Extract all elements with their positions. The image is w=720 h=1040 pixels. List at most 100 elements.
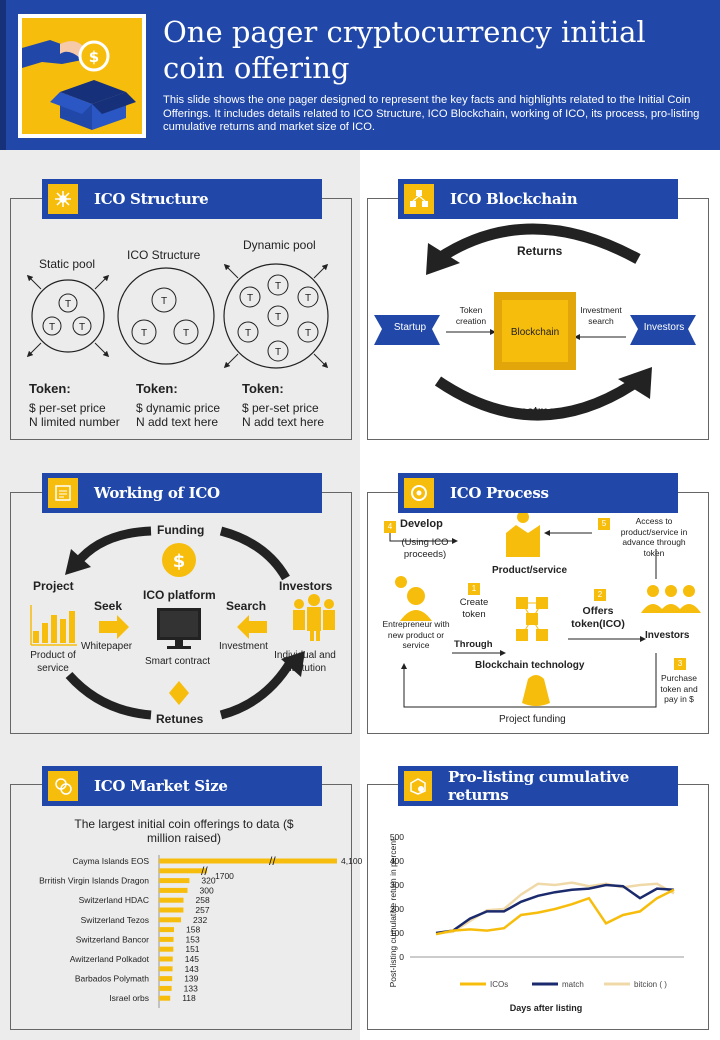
series-line xyxy=(435,883,675,935)
funding-label: Funding xyxy=(157,523,205,537)
token-price-1: $ per-set price xyxy=(29,401,106,415)
token-letter: T xyxy=(161,296,167,307)
ico-process-title: ICO Process xyxy=(398,473,678,513)
bar-value-label: 257 xyxy=(195,905,209,915)
header-stripe xyxy=(0,0,6,150)
token-number-1: N limited number xyxy=(29,415,120,429)
seek-label: Seek xyxy=(94,599,123,613)
ico-blockchain-title: ICO Blockchain xyxy=(398,179,678,219)
token-number-2: N add text here xyxy=(136,415,219,429)
token-letter: T xyxy=(305,293,311,304)
bar-category-label: Switzerland HDAC xyxy=(79,895,149,905)
bar xyxy=(159,966,173,972)
blockchain-technology-label: Blockchain technology xyxy=(475,660,585,671)
token-letter: T xyxy=(65,299,71,310)
token-number-3: N add text here xyxy=(242,415,325,429)
ico-process-diagram xyxy=(389,511,701,708)
blockchain-cycle-arrows xyxy=(374,223,696,421)
bar-value-label: 320 xyxy=(201,876,215,886)
header-image: $ xyxy=(18,14,146,138)
ico-structure-label: ICO Structure xyxy=(127,248,201,262)
bar-category-label: Switzerland Bancor xyxy=(76,934,149,944)
y-tick-label: 100 xyxy=(390,928,404,938)
coin-in-box-icon: $ xyxy=(22,18,142,134)
coins-icon xyxy=(48,771,78,801)
bar-value-label: 145 xyxy=(185,954,199,964)
refresh-icon xyxy=(404,478,434,508)
investors-label: Investors xyxy=(645,630,690,641)
individual-institution-label: Individual and institution xyxy=(274,650,336,674)
startup-label: Startup xyxy=(393,322,427,333)
legend-label: match xyxy=(562,980,584,989)
y-tick-label: 200 xyxy=(390,904,404,914)
step-5-badge: 5 xyxy=(598,518,610,530)
y-tick-label: 500 xyxy=(390,832,404,842)
series-line xyxy=(435,888,675,936)
develop-label: Develop xyxy=(400,518,443,530)
token-title-3: Token: xyxy=(242,381,284,396)
working-of-ico-title-text: Working of ICO xyxy=(94,484,220,502)
static-pool-label: Static pool xyxy=(39,257,96,271)
bar xyxy=(159,995,171,1001)
ico-blockchain-title-text: ICO Blockchain xyxy=(450,190,578,208)
bar xyxy=(159,917,182,923)
token-title-2: Token: xyxy=(136,381,178,396)
token-letter: T xyxy=(183,328,189,339)
bar-value-label: 1700 xyxy=(215,871,234,881)
bar xyxy=(159,858,337,864)
bar xyxy=(159,897,184,903)
bar-category-label: Cayma Islands EOS xyxy=(72,856,149,866)
y-tick-label: 0 xyxy=(399,952,404,962)
y-tick-label: 300 xyxy=(390,880,404,890)
retunes-label: Retunes xyxy=(156,712,204,726)
y-axis-label: Post-listing cumulative return in percen… xyxy=(388,838,398,987)
returns-label: Returns xyxy=(517,244,563,258)
svg-text:$: $ xyxy=(173,551,186,572)
ico-structure-title-text: ICO Structure xyxy=(94,190,209,208)
token-price-3: $ per-set price xyxy=(242,401,319,415)
token-creation-label: Token creation xyxy=(455,305,487,326)
whitepaper-label: Whitepaper xyxy=(81,641,133,652)
smart-contract-label: Smart contract xyxy=(145,656,211,667)
ico-market-size-title: ICO Market Size xyxy=(42,766,322,806)
step-2-badge: 2 xyxy=(594,589,606,601)
returns-title: Pro-listing cumulative returns xyxy=(398,766,678,806)
network-icon xyxy=(48,184,78,214)
bar xyxy=(159,946,174,952)
ico-blockchain-panel: Returns Investments Startup Investors Bl… xyxy=(367,198,709,440)
bar xyxy=(159,985,172,991)
purchase-token-label: Purchase token and pay in $ xyxy=(660,673,698,704)
bar-value-label: 143 xyxy=(185,964,199,974)
ico-process-title-text: ICO Process xyxy=(450,484,549,502)
bar xyxy=(159,976,173,982)
entrepreneur-label: Entrepreneur with new product or service xyxy=(382,619,450,650)
bar xyxy=(159,956,173,962)
legend-label: ICOs xyxy=(490,980,508,989)
bar-value-label: 151 xyxy=(185,944,199,954)
investment-search-label: Investment search xyxy=(580,305,622,326)
token-letter: T xyxy=(141,328,147,339)
through-label: Through xyxy=(454,639,493,650)
bar xyxy=(159,927,175,933)
bar-value-label: 158 xyxy=(186,925,200,935)
box-icon xyxy=(404,771,432,801)
page-subtitle: This slide shows the one pager designed … xyxy=(163,94,700,133)
investors-label: Investors xyxy=(643,322,685,333)
bar-value-label: 300 xyxy=(200,885,214,895)
legend-label: bitcion ( ) xyxy=(634,980,667,989)
search-label: Search xyxy=(226,599,267,613)
axis-break-mark: // xyxy=(269,854,276,868)
blockchain-center-label: Blockchain xyxy=(510,327,560,338)
develop-sub-label: (Using ICO proceeds) xyxy=(401,537,449,560)
investment-label: Investment xyxy=(219,641,268,652)
access-label: Access to product/service in advance thr… xyxy=(620,516,688,558)
step-3-badge: 3 xyxy=(674,658,686,670)
token-letter: T xyxy=(305,328,311,339)
project-label: Project xyxy=(33,579,74,593)
bar-value-label: 232 xyxy=(193,915,207,925)
investors-label: Investors xyxy=(279,579,333,593)
ico-market-size-panel: The largest initial coin offerings to da… xyxy=(10,784,363,1030)
token-price-2: $ dynamic price xyxy=(136,401,221,415)
